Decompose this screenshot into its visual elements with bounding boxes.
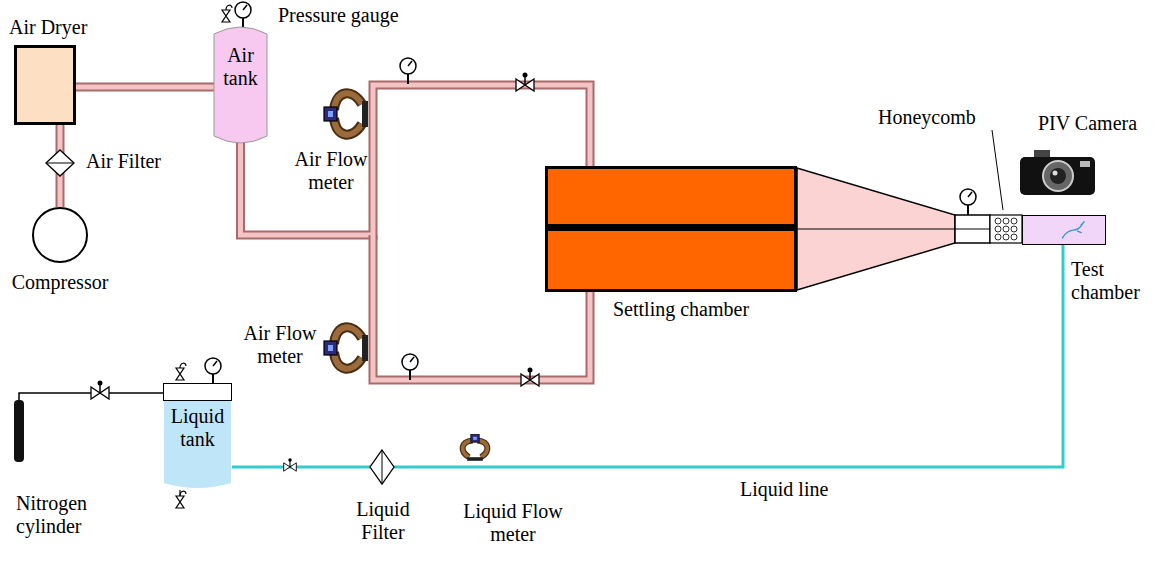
honeycomb [990,130,1022,243]
flowmeter-label: Air Flow meter [238,322,322,368]
node-label: Settling chamber [613,298,749,321]
piv-camera [1020,150,1095,195]
flowmeter-label: Air Flow meter [288,148,374,194]
valves [91,5,539,508]
pressure-gauges [205,2,976,384]
cylinder-label: Nitrogen cylinder [16,492,116,538]
compressor: Compressor [32,207,88,263]
flowmeter-label: Liquid Flow meter [458,500,568,546]
node-label: Liquid tank [163,383,232,451]
node-label: Test chamber [1071,258,1151,304]
test-chamber-shape [1023,216,1105,244]
air-dryer: Air Dryer [14,45,76,125]
liquid-tank: Liquid tank [163,383,232,490]
node-label: Air Dryer [9,16,87,39]
air-pipe [241,85,591,235]
liquid-filter [370,450,394,484]
line-label: Liquid line [740,478,828,501]
air-pipe [76,87,214,88]
part-label: Honeycomb [878,106,976,129]
air-filter [46,150,74,176]
filter-label: Liquid Filter [346,498,420,544]
part-label: PIV Camera [1038,112,1137,135]
air-tank: Air tank [213,24,268,146]
contraction-nozzle [797,168,990,290]
settling-chamber-shape [545,166,797,292]
nitrogen-line [14,393,163,462]
test-chamber: Test chamber [1022,215,1106,245]
settling-chamber: Settling chamber [545,166,797,292]
node-label: Compressor [12,271,109,294]
node-label: Air tank [213,24,268,90]
gauge-label: Pressure gauge [278,4,399,27]
filter-label: Air Filter [86,150,161,173]
